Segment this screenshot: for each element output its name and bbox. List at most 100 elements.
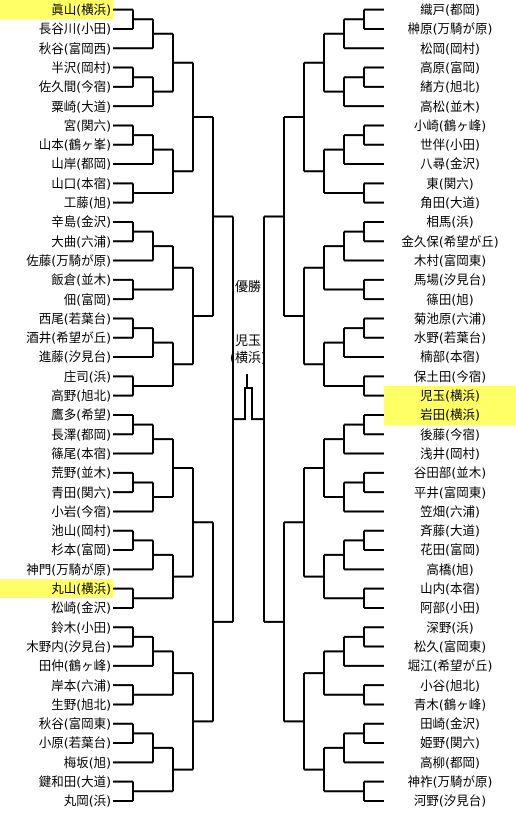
left-entrant: 山本(鶴ヶ峯): [38, 137, 111, 153]
bracket-line: [113, 182, 134, 204]
bracket-line: [113, 780, 134, 802]
bracket-line: [363, 587, 384, 609]
left-entrant: 進藤(汐見台): [38, 349, 111, 365]
right-entrant: 児玉(横浜): [384, 386, 516, 406]
left-entrant: 山口(本宿): [51, 175, 111, 191]
bracket-line: [113, 66, 134, 88]
bracket-line: [173, 266, 194, 366]
bracket-line: [113, 684, 134, 706]
left-entrant: 佐久間(今宿): [38, 79, 111, 95]
bracket-line: [173, 467, 194, 578]
left-entrant: 長澤(都岡): [51, 426, 111, 442]
bracket-line: [323, 438, 344, 498]
left-entrant: 岸本(六浦): [51, 677, 111, 693]
left-entrant: 半沢(岡村): [51, 59, 111, 75]
bracket-line: [363, 413, 384, 436]
left-entrant: 小岩(今宿): [51, 503, 111, 519]
bracket-line: [233, 387, 264, 421]
bracket-line: [303, 61, 324, 173]
right-entrant: 高橋(旭): [426, 561, 474, 577]
right-entrant: 田崎(金沢): [420, 716, 480, 732]
left-entrant: 鍵和田(大道): [38, 774, 111, 789]
left-entrant: 篠尾(本宿): [51, 445, 111, 461]
bracket-line: [363, 471, 384, 494]
bracket-line: [113, 471, 134, 494]
bracket-line: [363, 278, 384, 301]
right-entrant: 相馬(浜): [426, 214, 474, 230]
bracket-line: [113, 587, 134, 609]
left-entrant: 飯倉(並木): [51, 272, 111, 288]
right-entrant: 菊池原(六浦): [413, 310, 487, 326]
champion-name: 児玉: [234, 334, 261, 349]
left-entrant: 辛島(金沢): [51, 214, 111, 230]
bracket-line: [193, 521, 214, 723]
bracket-line: [303, 672, 324, 771]
bracket-line: [113, 8, 134, 30]
bracket-line: [323, 32, 344, 93]
left-entrant: 長谷川(小田): [38, 21, 111, 37]
bracket-line: [363, 722, 384, 745]
right-entrant: 小谷(旭北): [420, 677, 480, 693]
bracket-line: [283, 116, 304, 318]
left-entrant: 梅坂(旭): [63, 754, 111, 770]
right-entrant: 花田(富岡): [420, 542, 480, 558]
right-entrant: 東(関六): [426, 175, 474, 191]
left-entrant: 小原(若葉台): [38, 735, 111, 751]
bracket-line: [363, 626, 384, 648]
bracket-line: [363, 375, 384, 397]
right-entrant: 岩田(横浜): [384, 405, 516, 425]
right-entrant: 堀江(希望が丘): [407, 658, 493, 674]
right-entrant: 高柳(都岡): [420, 754, 480, 770]
right-entrant: 山内(本宿): [420, 581, 480, 596]
right-entrant: 木村(富岡東): [413, 252, 487, 268]
right-entrant: 松岡(岡村): [420, 40, 480, 56]
winner-label: 優勝: [234, 280, 261, 295]
bracket-line: [363, 317, 384, 339]
bracket-line: [363, 8, 384, 30]
right-entrant: 保土田(今宿): [413, 368, 487, 384]
right-entrant: 姫野(関六): [420, 735, 480, 751]
champion-school: (横浜): [229, 351, 267, 366]
right-entrant: 織戸(都岡): [420, 2, 480, 17]
right-entrant: 緒方(旭北): [420, 79, 480, 95]
right-entrant: 楠部(本宿): [420, 349, 480, 365]
bracket-line: [113, 626, 134, 648]
right-entrant: 高原(富岡): [420, 59, 480, 75]
left-entrant: 生野(旭北): [51, 696, 111, 712]
bracket-line: [113, 722, 134, 745]
left-entrant: 山岸(都岡): [51, 156, 111, 172]
right-entrant: 世伴(小田): [420, 137, 480, 153]
left-entrant: 眞山(横浜): [0, 0, 113, 20]
bracket-line: [113, 278, 134, 301]
right-entrant: 篠田(旭): [426, 291, 474, 307]
left-entrant: 西尾(若葉台): [38, 310, 111, 326]
left-entrant: 池山(岡村): [51, 523, 111, 539]
bracket-line: [283, 521, 304, 723]
left-entrant: 宮(関六): [63, 117, 111, 133]
bracket-line: [363, 684, 384, 706]
right-entrant: 角田(大道): [420, 195, 480, 210]
right-entrant: 斉藤(大道): [420, 523, 480, 539]
bracket-line: [173, 672, 194, 771]
left-entrant: 大曲(六浦): [51, 233, 111, 249]
bracket-line: [113, 413, 134, 436]
right-entrant: 阿部(小田): [420, 600, 480, 616]
right-entrant: 浅井(岡村): [420, 445, 480, 461]
left-entrant: 佃(富岡): [63, 291, 111, 307]
bracket-line: [363, 780, 384, 802]
left-entrant: 青田(関六): [51, 484, 111, 500]
left-entrant: 松崎(金沢): [51, 600, 111, 616]
right-entrant: 笠畑(六浦): [420, 503, 480, 519]
right-entrant: 馬場(汐見台): [413, 272, 487, 288]
left-entrant: 田仲(鶴ヶ峰): [38, 658, 111, 674]
left-entrant: 酒井(希望が丘): [26, 330, 111, 346]
bracket-line: [113, 529, 134, 552]
right-entrant: 平井(富岡東): [413, 484, 487, 500]
left-entrant: 鷹多(希望): [51, 407, 111, 423]
right-entrant: 八尋(金沢): [420, 156, 480, 172]
left-entrant: 工藤(旭): [63, 195, 111, 210]
bracket-line: [113, 317, 134, 339]
bracket-line: [153, 32, 174, 93]
